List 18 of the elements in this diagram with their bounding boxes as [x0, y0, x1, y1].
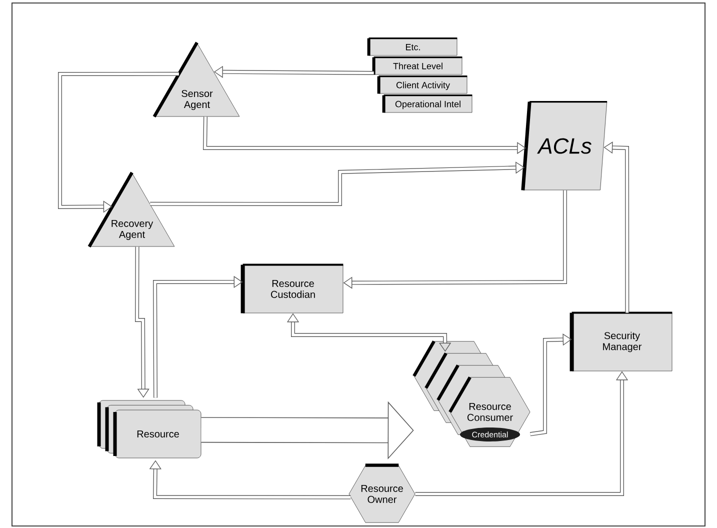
acl-parallelogram: ACLs [521, 101, 608, 190]
resource-stack: Resource [97, 400, 202, 458]
arrow [153, 276, 243, 398]
owner-hexagon: Resource Owner [348, 464, 416, 523]
agent-triangle: Recovery Agent [88, 172, 175, 248]
info-card: Client Activity [377, 76, 468, 94]
arrow [286, 313, 452, 352]
process-box: Resource Custodian [240, 264, 344, 314]
agent-triangle: Sensor Agent [152, 42, 240, 118]
arrow [149, 460, 351, 500]
info-card: Etc. [367, 38, 458, 56]
process-box: Security Manager [570, 312, 672, 372]
arrow [135, 246, 150, 398]
arrow [604, 142, 630, 313]
info-card: Operational Intel [382, 94, 472, 113]
arrow [530, 334, 572, 436]
arrow [343, 190, 567, 289]
info-card: Threat Level [372, 56, 462, 75]
